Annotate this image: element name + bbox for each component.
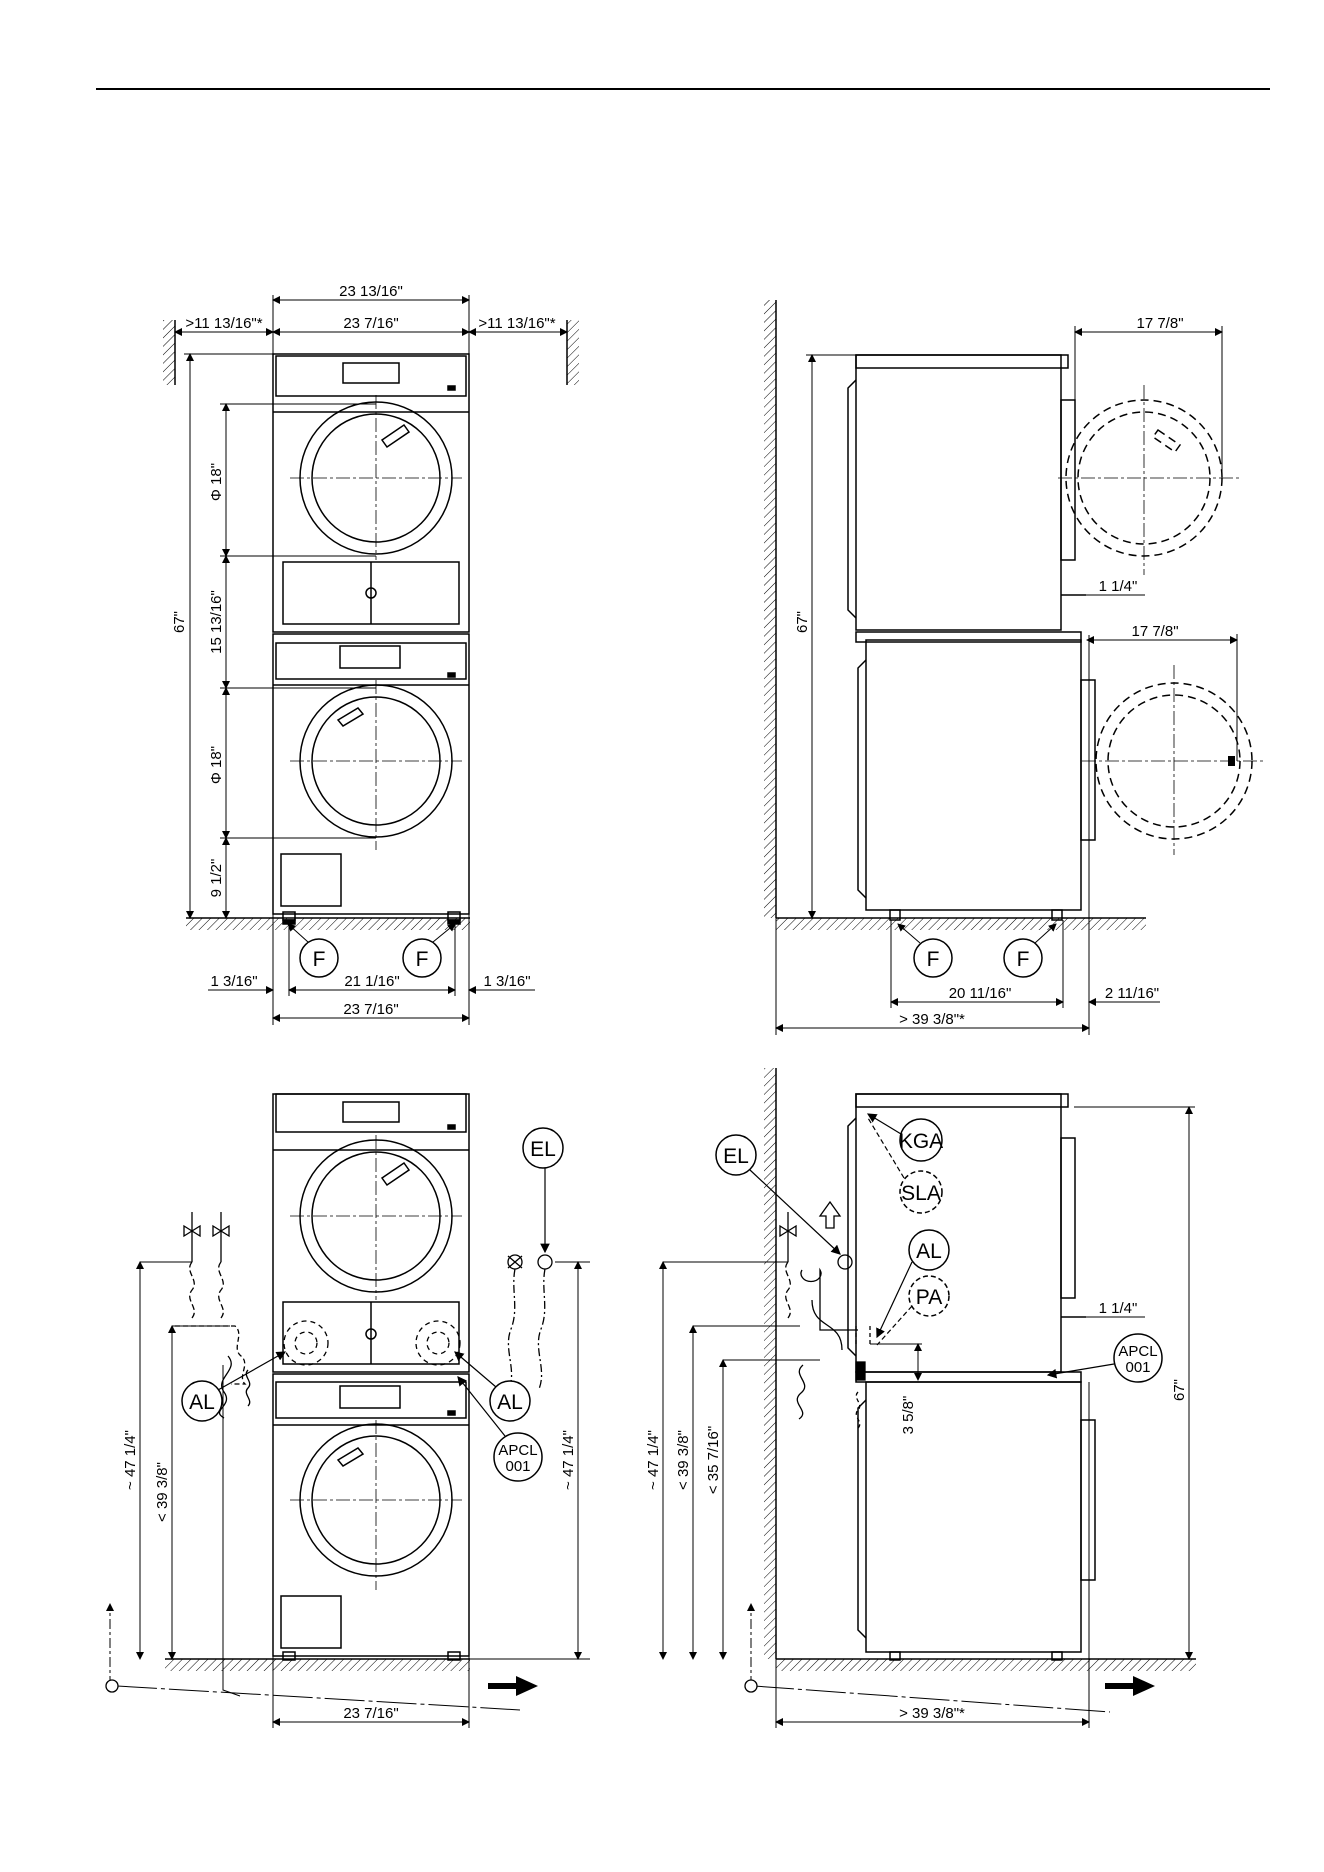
- foot-callout-right: F: [402, 923, 456, 978]
- water-valves: [175, 1212, 251, 1419]
- conn-side-hoses: [779, 1200, 871, 1429]
- svg-text:001: 001: [1125, 1359, 1150, 1376]
- front-foot-span-label: 21 1/16": [344, 973, 399, 990]
- side-top-door-label: 17 7/8": [1136, 315, 1183, 332]
- svg-text:EL: EL: [530, 1138, 556, 1161]
- apcl-side-callout: APCL 001: [1046, 1333, 1163, 1383]
- conn-side-depth-label: > 39 3/8"*: [899, 1705, 965, 1722]
- side-mid-door-label: 17 7/8": [1131, 623, 1178, 640]
- conn-side-h1-label: ~ 47 1/4": [645, 1430, 662, 1490]
- conn-side-h2-label: < 39 3/8": [675, 1430, 692, 1490]
- front-door1-label: Φ 18": [208, 463, 225, 501]
- svg-text:PA: PA: [916, 1286, 942, 1309]
- connections-front-view: EL AL AL APCL 001 ~ 47 1/4" < 39 3/8" ~ …: [105, 1093, 590, 1728]
- conn-front-floor-hatch: [165, 1659, 470, 1671]
- conn-side-gap-label: 1 1/4": [1099, 1300, 1138, 1317]
- side-lower-appliance: [855, 631, 1096, 921]
- side-wall-hatch: [764, 300, 776, 918]
- svg-text:F: F: [1017, 948, 1030, 971]
- upper-appliance: [272, 353, 470, 633]
- front-clear-right-label: >11 13/16"*: [478, 315, 555, 332]
- side-height-label: 67": [794, 611, 811, 633]
- side-view: F F 17 7/8" 1 1/4" 17 7/8" 67" 20 11/16"…: [764, 300, 1265, 1035]
- svg-text:001: 001: [505, 1458, 530, 1475]
- pa-callout: PA: [876, 1275, 950, 1346]
- side-depth-label: > 39 3/8"*: [899, 1011, 965, 1028]
- side-foot-callout-right: F: [1003, 923, 1057, 978]
- conn-side-h3-label: < 35 7/16": [705, 1426, 722, 1494]
- svg-text:APCL: APCL: [498, 1442, 537, 1459]
- front-top-overall-label: 23 13/16": [339, 283, 403, 300]
- conn-front-width-label: 23 7/16": [343, 1705, 398, 1722]
- front-base-width-label: 23 7/16": [343, 1001, 398, 1018]
- side-foot-span-label: 20 11/16": [949, 985, 1012, 1002]
- kga-callout: KGA: [866, 1113, 943, 1162]
- electrical-connection: [507, 1254, 553, 1390]
- svg-text:SLA: SLA: [901, 1182, 941, 1205]
- lower-appliance: [272, 633, 470, 925]
- front-door2-label: Φ 18": [208, 746, 225, 784]
- front-height-label: 67": [171, 611, 188, 633]
- connections-side-view: EL KGA SLA AL PA APCL 001 ~ 47 1/4": [645, 1068, 1196, 1728]
- el-callout: EL: [522, 1127, 564, 1254]
- side-foot-right-label: 2 11/16": [1105, 985, 1159, 1002]
- svg-text:APCL: APCL: [1118, 1343, 1157, 1360]
- al-side-callout: AL: [876, 1229, 950, 1339]
- conn-side-wall-hatch: [764, 1068, 776, 1659]
- svg-text:KGA: KGA: [899, 1130, 943, 1153]
- svg-text:EL: EL: [723, 1145, 749, 1168]
- al-callout-right: AL: [454, 1351, 531, 1422]
- conn-front-upper-appliance: [272, 1093, 470, 1373]
- svg-text:AL: AL: [497, 1391, 523, 1414]
- conn-front-h2-label: < 39 3/8": [154, 1462, 171, 1522]
- front-clear-left-label: >11 13/16"*: [185, 315, 262, 332]
- svg-text:F: F: [313, 948, 326, 971]
- conn-front-lower-appliance: [272, 1373, 470, 1661]
- front-foot-left-label: 1 3/16": [210, 973, 257, 990]
- conn-front-h1-label: ~ 47 1/4": [122, 1430, 139, 1490]
- conn-side-lower-appliance: [855, 1371, 1096, 1661]
- svg-text:AL: AL: [189, 1391, 215, 1414]
- al-callout-left: AL: [181, 1351, 287, 1422]
- front-view: F F 23 13/16" 23 7/16" >11 13/16"* >11 1…: [163, 283, 579, 1025]
- svg-text:F: F: [416, 948, 429, 971]
- side-gap-label: 1 1/4": [1099, 578, 1138, 595]
- conn-side-floor-hatch: [776, 1659, 1196, 1671]
- sla-callout: SLA: [867, 1117, 943, 1214]
- flow-arrow: [488, 1676, 538, 1696]
- conn-front-hright-label: ~ 47 1/4": [560, 1430, 577, 1490]
- foot-callout-left: F: [287, 923, 339, 978]
- front-mid-label: 15 13/16": [208, 590, 225, 654]
- front-bottom-label: 9 1/2": [208, 859, 225, 898]
- conn-side-upper-appliance: [847, 1093, 1086, 1373]
- svg-text:AL: AL: [916, 1240, 942, 1263]
- left-wall-hatch: [163, 320, 175, 385]
- svg-text:F: F: [927, 948, 940, 971]
- conn-side-flow-arrow: [1105, 1676, 1155, 1696]
- apcl-callout: APCL 001: [457, 1376, 543, 1482]
- conn-side-height-label: 67": [1171, 1379, 1188, 1401]
- side-floor-hatch: [776, 918, 1146, 930]
- front-top-inner-label: 23 7/16": [343, 315, 398, 332]
- right-wall-hatch: [567, 320, 579, 385]
- side-foot-callout-left: F: [897, 923, 953, 978]
- front-foot-right-label: 1 3/16": [483, 973, 530, 990]
- conn-side-drain-label: 3 5/8": [900, 1396, 917, 1435]
- floor-hatch: [186, 918, 470, 930]
- side-upper-appliance: [847, 354, 1086, 631]
- el-side-callout: EL: [715, 1134, 841, 1255]
